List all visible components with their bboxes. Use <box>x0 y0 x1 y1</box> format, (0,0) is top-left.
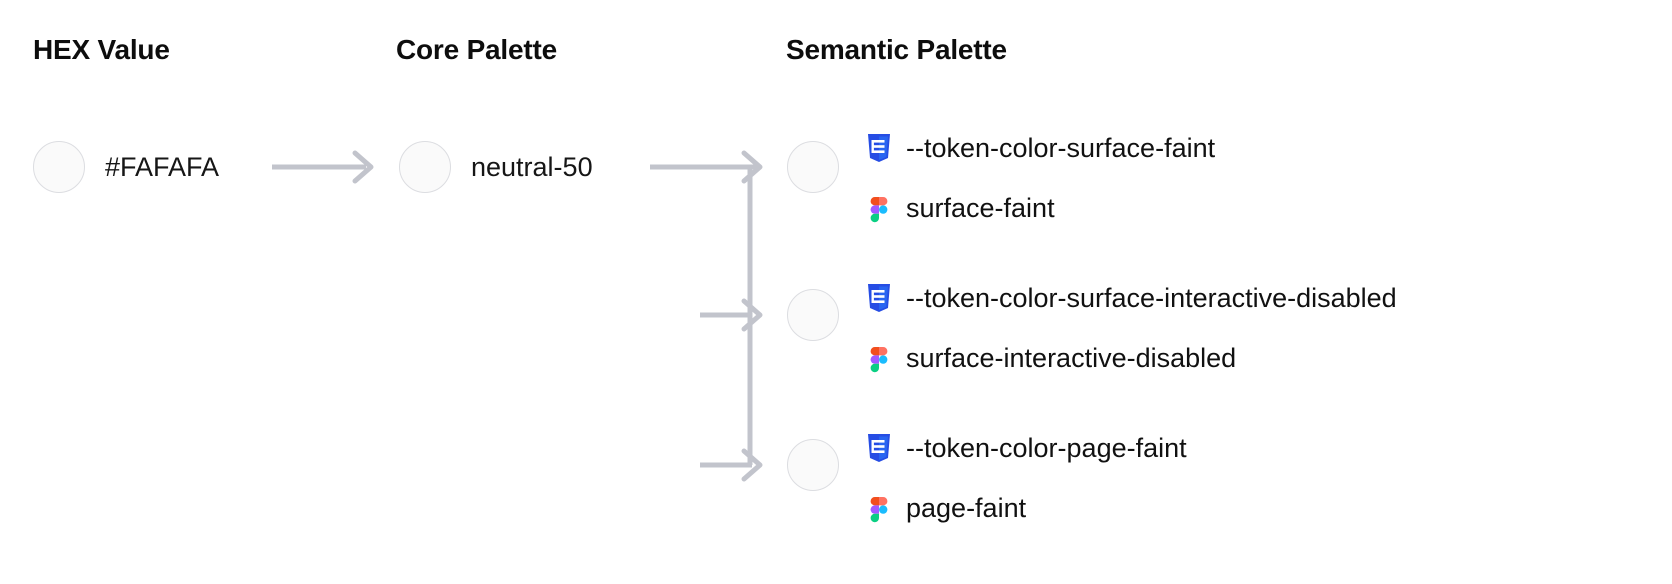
css-token-label: --token-color-page-faint <box>906 432 1187 463</box>
figma-token-label: page-faint <box>906 492 1027 523</box>
css-token-row: --token-color-surface-faint <box>866 118 1215 178</box>
css3-icon <box>866 133 892 163</box>
column-heading-hex-value: HEX Value <box>33 34 170 65</box>
figma-icon <box>866 343 892 373</box>
core-value-label: neutral-50 <box>471 152 593 182</box>
figma-token-label: surface-interactive-disabled <box>906 342 1237 373</box>
figma-token-row: surface-faint <box>866 178 1215 238</box>
figma-token-row: page-faint <box>866 478 1187 538</box>
semantic-token-group: --token-color-surface-faint surface-fain… <box>866 118 1215 238</box>
semantic-swatch-surface-interactive-disabled <box>787 289 839 341</box>
branch-core-to-semantic <box>650 164 753 465</box>
css-token-label: --token-color-surface-interactive-disabl… <box>906 282 1397 313</box>
arrow-to-page-faint <box>700 448 763 482</box>
semantic-swatch-surface-faint <box>787 141 839 193</box>
arrow-to-surface-faint <box>741 150 763 184</box>
figma-token-row: surface-interactive-disabled <box>866 328 1397 388</box>
column-heading-core-palette: Core Palette <box>396 34 557 65</box>
css-token-row: --token-color-page-faint <box>866 418 1187 478</box>
css3-icon <box>866 283 892 313</box>
css-token-label: --token-color-surface-faint <box>906 132 1216 163</box>
column-heading-semantic-palette: Semantic Palette <box>786 34 1007 65</box>
figma-icon <box>866 493 892 523</box>
hex-value-label: #FAFAFA <box>105 152 220 182</box>
figma-token-label: surface-faint <box>906 192 1055 223</box>
semantic-token-group: --token-color-surface-interactive-disabl… <box>866 268 1397 388</box>
css3-icon <box>866 433 892 463</box>
core-swatch <box>399 141 451 193</box>
semantic-token-group: --token-color-page-faint page-faint <box>866 418 1187 538</box>
arrow-to-surface-interactive-disabled <box>700 298 763 332</box>
semantic-swatch-page-faint <box>787 439 839 491</box>
css-token-row: --token-color-surface-interactive-disabl… <box>866 268 1397 328</box>
figma-icon <box>866 193 892 223</box>
hex-swatch <box>33 141 85 193</box>
arrow-hex-to-core <box>272 150 374 184</box>
